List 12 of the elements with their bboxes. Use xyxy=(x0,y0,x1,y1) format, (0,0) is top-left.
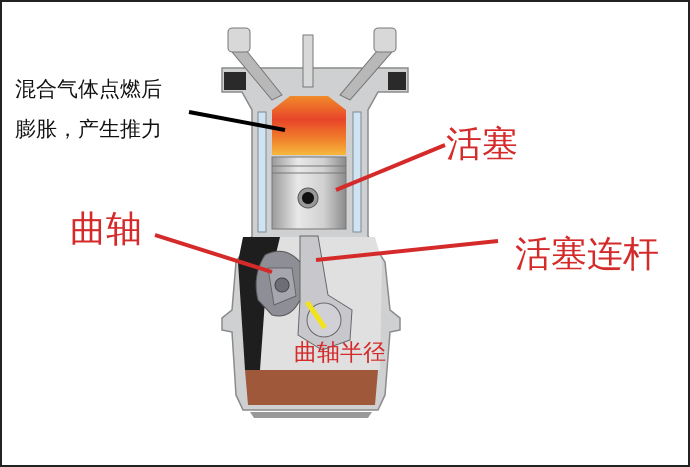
part-label: 曲轴 xyxy=(70,207,150,252)
callout-text: 混合气体点燃后膨胀，产生推力 xyxy=(15,70,167,150)
part-label: 曲轴半径 xyxy=(294,339,386,368)
leader-line xyxy=(154,233,273,274)
crankshaft xyxy=(256,250,300,316)
part-label: 活塞 xyxy=(446,122,536,167)
leader-line xyxy=(316,239,498,262)
leader-line xyxy=(188,110,286,132)
piston xyxy=(272,156,346,230)
part-label: 活塞连杆 xyxy=(515,232,675,277)
leader-line xyxy=(335,143,446,192)
combustion-chamber xyxy=(272,96,346,155)
